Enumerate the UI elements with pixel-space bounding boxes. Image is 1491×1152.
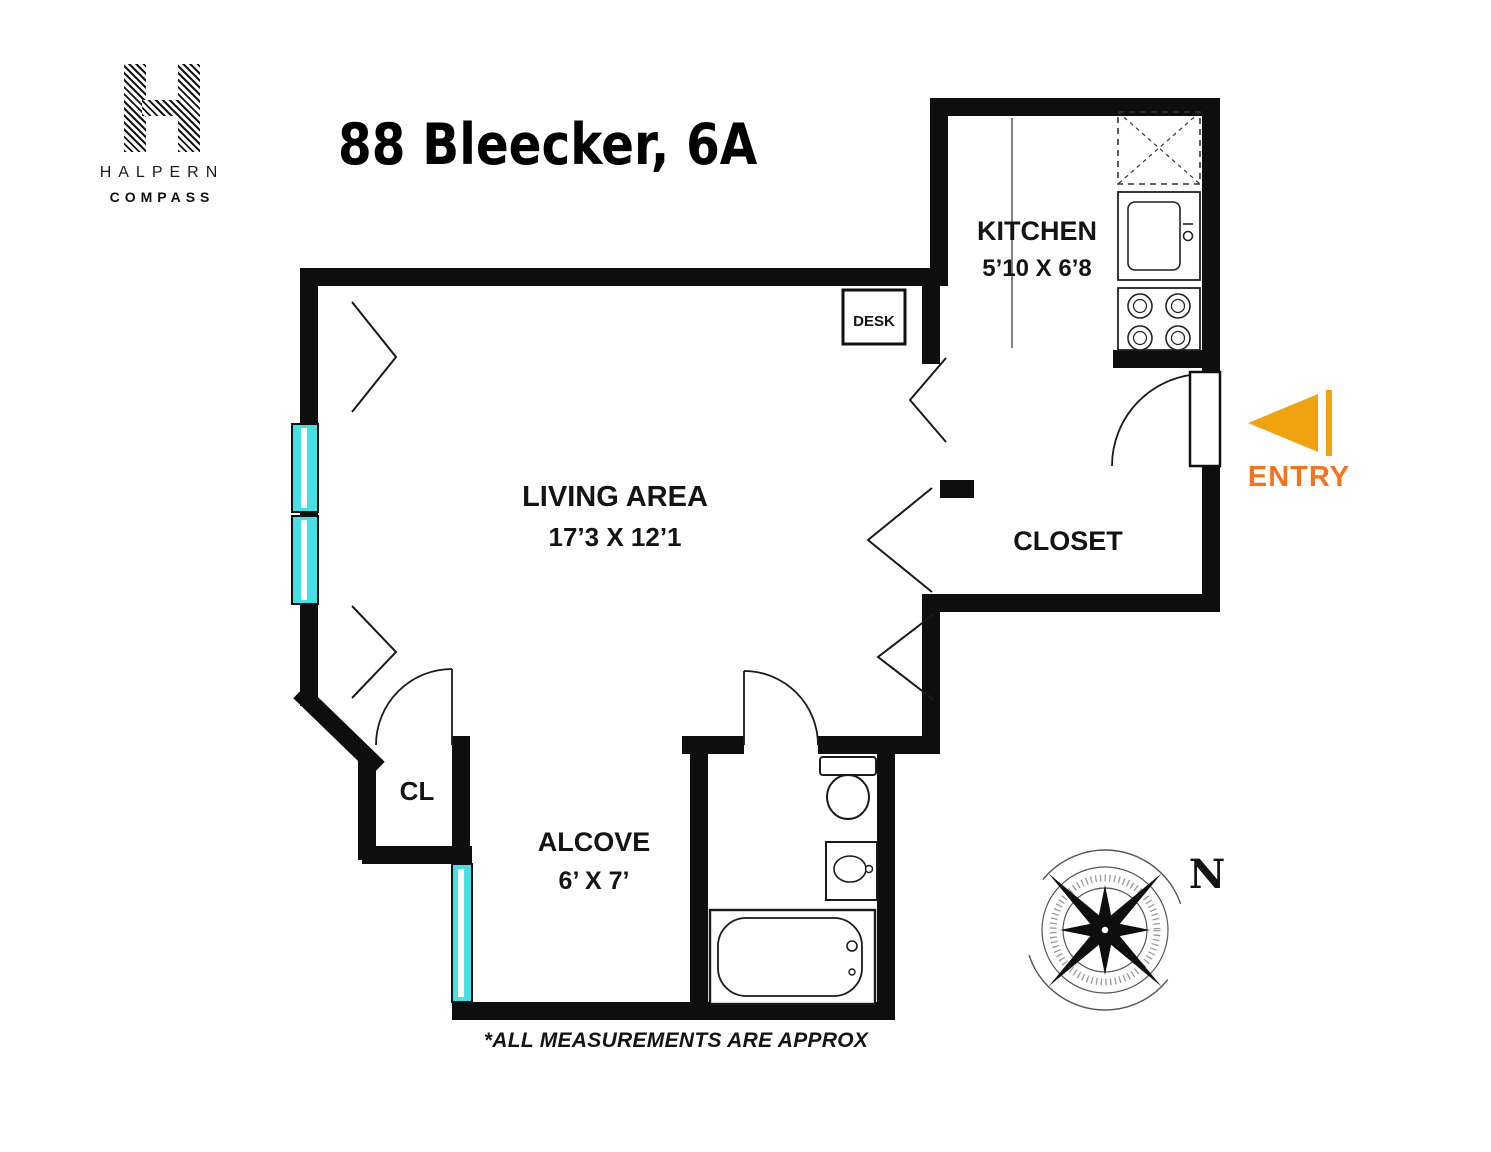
halpern-monogram-icon <box>120 64 204 152</box>
entry-label: ENTRY <box>1247 461 1351 493</box>
desk-label: DESK <box>853 313 895 330</box>
alcove-label: ALCOVE <box>537 827 651 857</box>
kitchen-sink-icon <box>1117 191 1201 281</box>
brand-logo: HALPERN COMPASS <box>94 64 230 205</box>
stove-icon <box>1117 287 1201 351</box>
toilet-icon <box>819 756 877 820</box>
closet-door-icons <box>351 301 947 701</box>
angled-wall <box>293 685 385 775</box>
bathroom-sink-icon <box>825 841 878 901</box>
measurements-footnote: *ALL MEASUREMENTS ARE APPROX <box>483 1029 869 1052</box>
compass-rose-icon <box>1024 849 1186 1011</box>
north-label: N <box>1188 851 1226 898</box>
bathtub-icon <box>708 908 877 1006</box>
alcove-dimensions: 6’ X 7’ <box>558 867 630 895</box>
closet-label: CLOSET <box>1013 526 1123 556</box>
walls <box>300 98 1220 1020</box>
entry-arrow-icon <box>1248 390 1332 456</box>
cl-closet-label: CL <box>399 776 435 806</box>
page-title: 88 Bleecker, 6A <box>338 112 758 178</box>
entry-door-leaf <box>1188 370 1222 468</box>
kitchen-dimensions: 5’10 X 6’8 <box>982 255 1092 282</box>
kitchen-label: KITCHEN <box>977 216 1097 246</box>
desk-outline <box>841 288 907 346</box>
brand-name: HALPERN <box>99 164 225 181</box>
living-area-dimensions: 17’3 X 12’1 <box>548 522 682 552</box>
brokerage-name: COMPASS <box>109 189 215 205</box>
upper-cabinet-icon <box>1117 111 1201 185</box>
living-area-label: LIVING AREA <box>522 481 708 513</box>
window-glass-lines <box>301 428 464 997</box>
door-arc-icons <box>375 373 1205 746</box>
